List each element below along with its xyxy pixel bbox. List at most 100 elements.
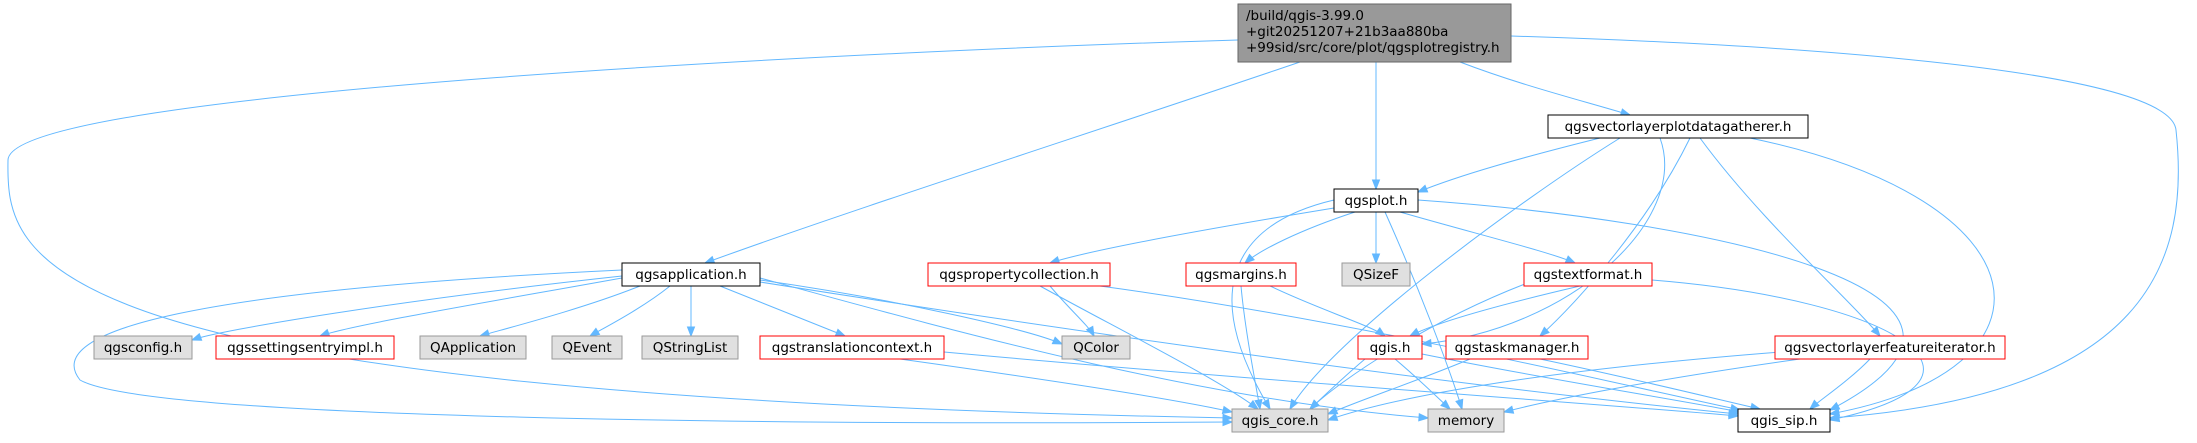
edge-featureiterator-to-qgis-core <box>1327 351 1781 421</box>
arrowhead-qgstranslationcontext-to-qgis-core <box>1221 405 1234 414</box>
edge-qgsapplication-to-memory <box>759 277 1429 419</box>
arrowhead-featureiterator-to-memory <box>1502 405 1515 414</box>
node-label: QStringList <box>653 340 728 356</box>
edge-gatherer-to-qgis-core <box>1289 137 1621 410</box>
arrowhead-qgsplot-to-qgstextformat <box>1564 255 1577 264</box>
arrowhead-qgsapplication-to-qgstranslationcontext <box>834 328 847 337</box>
edge-qgsplot-to-qgstextformat <box>1399 211 1576 264</box>
edge-qgstaskmanager-to-qgis-sip <box>1539 358 1761 410</box>
arrowhead-qgsplot-to-qgsmargins <box>1243 253 1255 264</box>
node-qcolor[interactable]: QColor <box>1061 335 1131 360</box>
arrowhead-qgsapplication-to-qgsconfig <box>190 332 203 341</box>
arrowhead-qgis-to-memory <box>1440 399 1452 410</box>
node-qgsvectorlayerplotdatagatherer-h[interactable]: qgsvectorlayerplotdatagatherer.h <box>1547 114 1809 139</box>
node-label: qgis_sip.h <box>1751 413 1818 429</box>
node-label: qgsmargins.h <box>1195 267 1287 283</box>
arrowhead-featureiterator-to-qgis-sip <box>1808 399 1820 410</box>
edge-qgsmargins-to-qgis-h <box>1269 285 1386 337</box>
edge-qgsapplication-to-qevent <box>589 285 671 337</box>
arrowhead-qgstaskmanager-to-qgis-core <box>1326 406 1339 415</box>
edge-qgsapplication-to-qgstranslationcontext <box>719 285 846 337</box>
node-label: qgsapplication.h <box>635 267 747 283</box>
edge-featureiterator-to-qgis-sip <box>1809 358 1871 410</box>
node-qgssettingsentryimpl-h[interactable]: qgssettingsentryimpl.h <box>215 335 395 360</box>
arrowhead-qgspropertycollection-to-qgis-core <box>1247 399 1260 410</box>
node-label: QSizeF <box>1353 267 1399 283</box>
arrowhead-root-to-qgsplot <box>1371 179 1381 191</box>
node-qgsmargins-h[interactable]: qgsmargins.h <box>1185 262 1297 287</box>
arrowhead-gatherer-to-qgsplot <box>1416 184 1429 193</box>
edge-root-to-qgis-sip <box>1510 35 2179 419</box>
node-label: qgis_core.h <box>1242 413 1319 429</box>
node-qgsapplication-h[interactable]: qgsapplication.h <box>621 262 761 287</box>
node-qgis-core-h[interactable]: qgis_core.h <box>1231 408 1329 433</box>
node-label: qgstextformat.h <box>1534 267 1643 283</box>
node-label: qgstaskmanager.h <box>1455 340 1580 356</box>
edge-qgspropertycollection-to-qcolor <box>1049 285 1095 337</box>
node-qstringlist[interactable]: QStringList <box>641 335 739 360</box>
arrowhead-qgsplot-to-qsizef <box>1371 253 1381 265</box>
edge-qgsapplication-to-qgssettingsentryimpl <box>319 277 623 337</box>
arrowhead-qgspropertycollection-to-qcolor <box>1085 325 1095 338</box>
arrowhead-qgsapplication-to-qgis-core <box>1222 417 1234 427</box>
node-label: qgspropertycollection.h <box>939 267 1099 283</box>
node-qgspropertycollection-h[interactable]: qgspropertycollection.h <box>927 262 1111 287</box>
arrowhead-qgstextformat-to-qgis-sip <box>1828 413 1841 423</box>
node-qgsconfig-h[interactable]: qgsconfig.h <box>93 335 193 360</box>
node-qgstranslationcontext-h[interactable]: qgstranslationcontext.h <box>759 335 945 360</box>
arrowhead-gatherer-to-qgis-core <box>1289 398 1299 411</box>
edge-qgstaskmanager-to-qgis-core <box>1327 358 1471 415</box>
edge-gatherer-to-qgis-sip <box>1749 137 1995 415</box>
edge-featureiterator-to-memory <box>1503 358 1801 413</box>
arrowhead-qgsapplication-to-qstringlist <box>686 326 696 338</box>
node-label: QApplication <box>430 340 516 356</box>
node-qgstaskmanager-h[interactable]: qgstaskmanager.h <box>1445 335 1589 360</box>
node-qgsplotregistry-h[interactable]: /build/qgis-3.99.0 +git20251207+21b3aa88… <box>1237 3 1512 63</box>
node-qapplication[interactable]: QApplication <box>419 335 527 360</box>
edge-gatherer-to-featureiterator <box>1699 137 1881 337</box>
node-qgsvectorlayerfeatureiterator-h[interactable]: qgsvectorlayerfeatureiterator.h <box>1774 335 2006 360</box>
arrowhead-qgstextformat-to-qgis-h <box>1408 327 1421 337</box>
node-qgstextformat-h[interactable]: qgstextformat.h <box>1523 262 1653 287</box>
arrowhead-gatherer-to-featureiterator <box>1870 325 1881 338</box>
edge-gatherer-to-qgstaskmanager <box>1539 137 1691 337</box>
node-qgis-sip-h[interactable]: qgis_sip.h <box>1737 408 1831 433</box>
arrowhead-qgsapplication-to-qcolor <box>1051 336 1064 345</box>
arrowhead-gatherer-to-qgstaskmanager <box>1538 326 1550 337</box>
edge-qgspropertycollection-to-qgis-core <box>1039 285 1259 410</box>
edge-qgstranslationcontext-to-qgis-core <box>899 358 1233 413</box>
arrowhead-gatherer-to-qgis-sip <box>1828 408 1841 417</box>
node-label: memory <box>1438 413 1494 429</box>
node-label: QColor <box>1073 340 1119 356</box>
arrowhead-root-to-qgsapplication <box>703 255 716 264</box>
node-label: qgstranslationcontext.h <box>772 340 933 356</box>
arrowhead-qgsplot-to-qgis-core <box>1261 398 1271 411</box>
node-label: qgsvectorlayerplotdatagatherer.h <box>1565 119 1792 135</box>
node-qsizef[interactable]: QSizeF <box>1341 262 1411 287</box>
arrowhead-qgsplot-to-qgis-sip <box>1828 401 1841 411</box>
edge-qgsplot-to-qgis-core <box>1231 199 1335 410</box>
edge-root-to-qgsvectorlayerplotdatagatherer <box>1459 61 1631 116</box>
node-qgsplot-h[interactable]: qgsplot.h <box>1333 188 1419 213</box>
node-label: qgsplot.h <box>1345 193 1408 209</box>
arrowhead-qgsapplication-to-qgssettingsentryimpl <box>318 328 331 337</box>
node-memory[interactable]: memory <box>1427 408 1505 433</box>
edge-qgsapplication-to-qgsconfig <box>191 275 623 341</box>
edge-qgsmargins-to-qgis-core <box>1240 285 1261 410</box>
node-label: qgis.h <box>1370 340 1411 356</box>
dependency-edges <box>7 35 2179 427</box>
arrowhead-qgsmargins-to-qgis-core <box>1254 398 1263 411</box>
node-label: qgsvectorlayerfeatureiterator.h <box>1784 340 1996 356</box>
edge-qgis-to-memory <box>1394 358 1451 410</box>
edge-root-to-qgsapplication <box>704 61 1301 264</box>
node-qevent[interactable]: QEvent <box>551 335 623 360</box>
edge-qgsplot-to-qgspropertycollection <box>1049 207 1335 264</box>
node-root-line-2: +git20251207+21b3aa880ba <box>1246 24 1448 40</box>
edge-qgstranslationcontext-to-qgis-sip <box>943 351 1739 417</box>
edge-qgstextformat-to-qgis-h <box>1409 285 1581 337</box>
node-root-line-3: +99sid/src/core/plot/qgsplotregistry.h <box>1246 40 1500 56</box>
node-qgis-h[interactable]: qgis.h <box>1357 335 1423 360</box>
edge-root-to-qgis-core <box>7 39 1239 419</box>
edge-qgsapplication-to-qgis-sip <box>759 281 1739 415</box>
